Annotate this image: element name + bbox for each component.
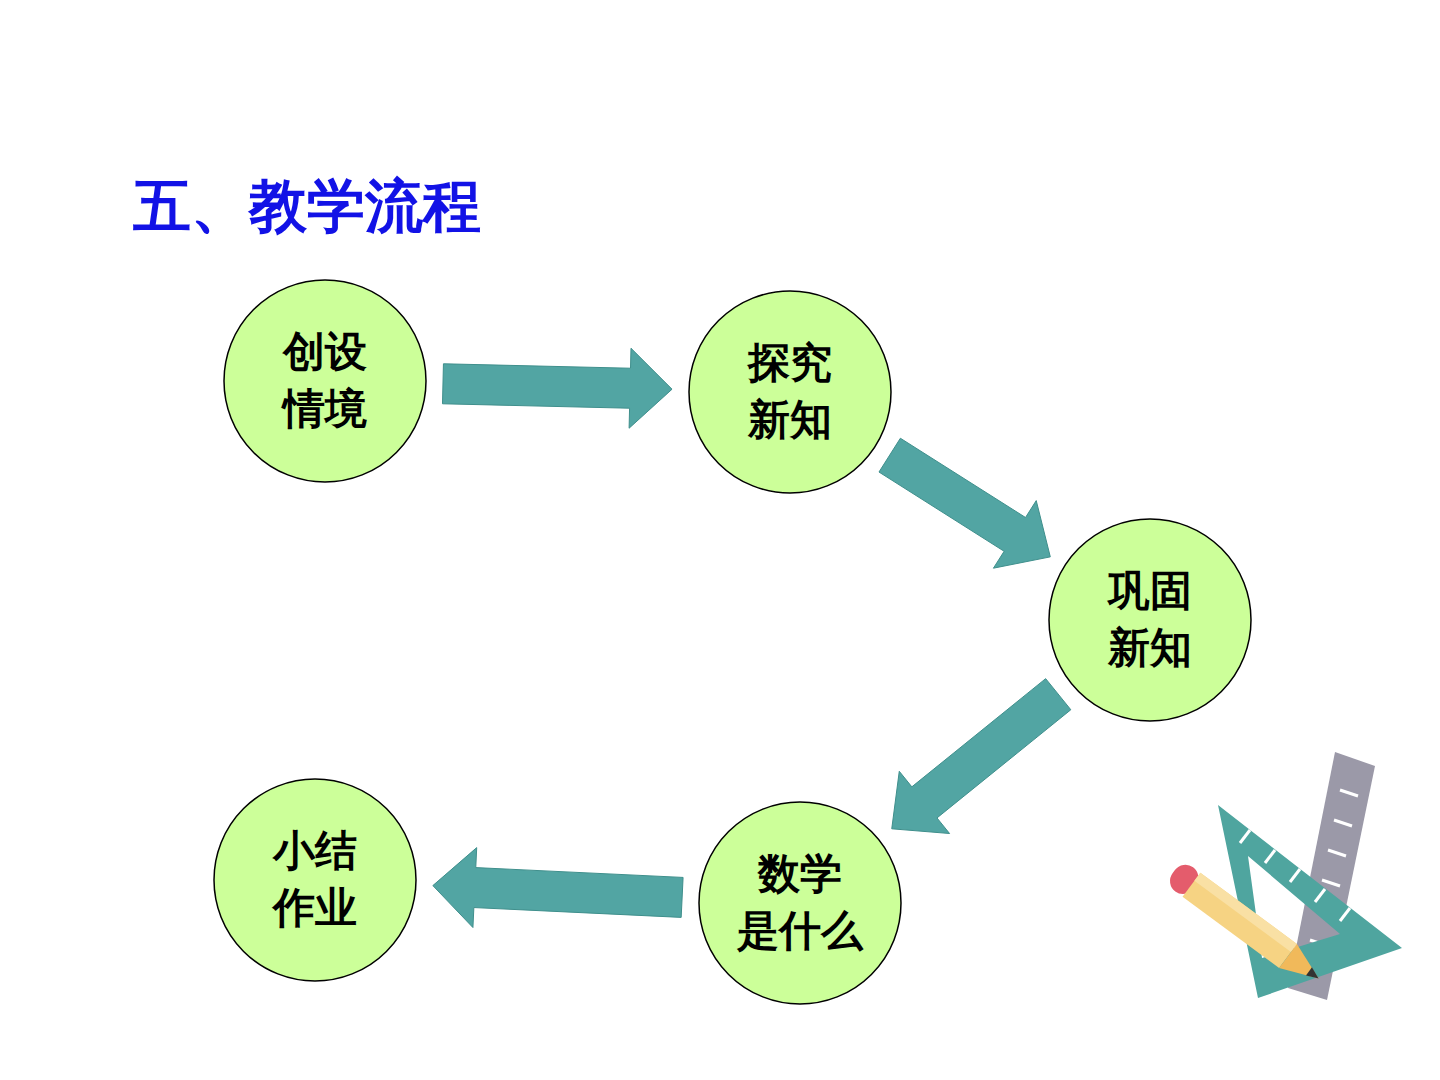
process-circle: 巩固 新知 <box>1048 518 1252 722</box>
set-square-ticks <box>1240 830 1350 921</box>
flow-arrow <box>433 848 683 928</box>
circle-fill <box>699 802 901 1004</box>
ruler-ticks <box>1310 790 1358 946</box>
pencil <box>1165 860 1328 991</box>
circle-outline <box>688 290 892 494</box>
flow-arrow <box>892 679 1071 834</box>
circle-outline <box>1048 518 1252 722</box>
flow-arrow <box>442 348 672 428</box>
circle-outline <box>223 279 427 483</box>
circle-outline <box>698 801 902 1005</box>
process-circle: 探究 新知 <box>688 290 892 494</box>
slide-title: 五、教学流程 <box>133 168 481 246</box>
process-circle: 创设 情境 <box>223 279 427 483</box>
circle-fill <box>1049 519 1251 721</box>
node-label: 创设 情境 <box>270 324 380 437</box>
node-label: 小结 作业 <box>260 823 370 936</box>
circle-outline <box>213 778 417 982</box>
node-label: 巩固 新知 <box>1095 563 1205 676</box>
node-label: 探究 新知 <box>735 335 845 448</box>
flow-arrow <box>879 438 1050 568</box>
process-circle: 小结 作业 <box>213 778 417 982</box>
set-square <box>1218 805 1402 998</box>
ruler <box>1288 752 1375 1000</box>
circle-fill <box>214 779 416 981</box>
node-label: 数学 是什么 <box>725 846 875 959</box>
circle-fill <box>689 291 891 493</box>
process-circle: 数学 是什么 <box>698 801 902 1005</box>
circle-fill <box>224 280 426 482</box>
